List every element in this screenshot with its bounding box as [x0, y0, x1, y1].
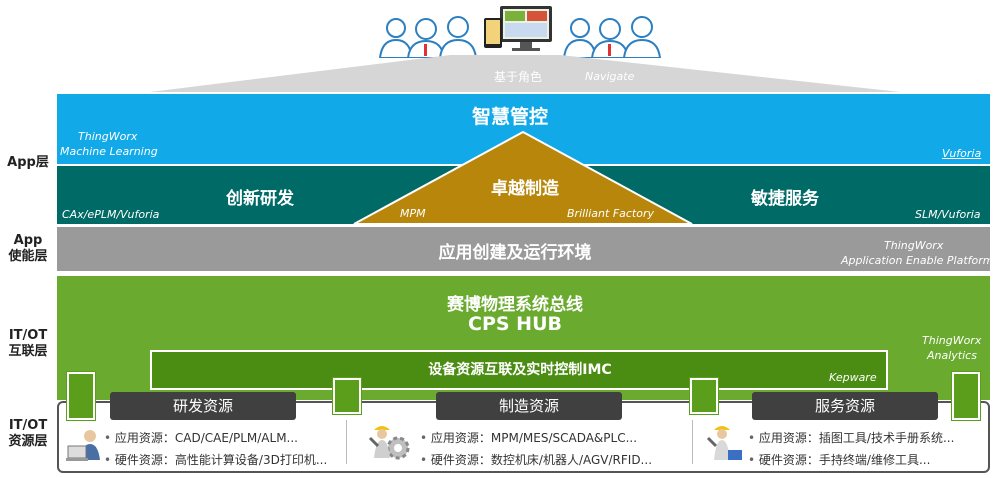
- agile-service-title: 敏捷服务: [751, 189, 819, 209]
- svc-resource-icon: [704, 420, 748, 464]
- brilliant-factory-label: Brilliant Factory: [567, 207, 655, 220]
- monitor-icon: [484, 6, 552, 51]
- worker-tools-icon: [706, 426, 742, 460]
- layer-itot-resource: IT/OT 资源层: [8, 418, 48, 449]
- rd-resource-icon: [64, 424, 104, 464]
- app-runtime-band: [57, 227, 990, 271]
- mfg-hw-resources: • 硬件资源：数控机床/机器人/AGV/RFID...: [420, 453, 653, 467]
- mfg-app-resources: • 应用资源：MPM/MES/SCADA&PLC...: [420, 431, 638, 445]
- top-users-right: [562, 14, 672, 59]
- imc-title: 设备资源互联及实时控制IMC: [428, 362, 612, 378]
- tw-aep-line1: ThingWorx: [884, 239, 944, 252]
- excellence-mfg-title: 卓越制造: [491, 179, 559, 199]
- resource-divider-1: [346, 420, 347, 464]
- mfg-resource-title: 制造资源: [436, 392, 622, 420]
- innovation-rd-title: 创新研发: [226, 189, 294, 209]
- smart-control-title: 智慧管控: [471, 106, 548, 128]
- kepware-label: Kepware: [829, 371, 877, 384]
- connector-pillar: [690, 378, 718, 414]
- cps-title-en: CPS HUB: [468, 313, 562, 335]
- role-label: 基于角色: [494, 70, 543, 84]
- connector-pillar: [952, 372, 980, 420]
- imc-band: [150, 350, 888, 390]
- svc-hw-resources: • 硬件资源：手持终端/维修工具...: [748, 453, 931, 467]
- slm-label: SLM/Vuforia: [915, 208, 981, 221]
- worker-gear-icon: [368, 426, 410, 460]
- excellence-triangle: [353, 130, 693, 225]
- navigate-label: Navigate: [585, 70, 635, 83]
- rd-hw-resources: • 硬件资源：高性能计算设备/3D打印机...: [104, 453, 328, 467]
- thingworx-ml-line2: Machine Learning: [60, 145, 158, 158]
- top-monitor: [480, 4, 556, 56]
- users-icon: [378, 16, 478, 59]
- resource-divider-2: [692, 420, 693, 464]
- connector-pillar: [333, 378, 361, 414]
- layer-app-enable: App 使能层: [8, 233, 48, 264]
- svc-app-resources: • 应用资源：插图工具/技术手册系统...: [748, 431, 955, 445]
- rd-app-resources: • 应用资源：CAD/CAE/PLM/ALM...: [104, 431, 299, 445]
- svc-resource-title: 服务资源: [752, 392, 938, 420]
- tw-analytics-line2: Analytics: [927, 349, 977, 362]
- app-runtime-title: 应用创建及运行环境: [438, 243, 592, 263]
- cax-label: CAx/ePLM/Vuforia: [62, 208, 160, 221]
- mfg-resource-icon: [368, 420, 412, 464]
- top-users-left: [378, 14, 488, 59]
- cps-title-cn: 赛博物理系统总线: [447, 295, 583, 315]
- users-icon: [562, 16, 662, 59]
- thingworx-ml-line1: ThingWorx: [78, 130, 138, 143]
- layer-app: App层: [7, 155, 49, 170]
- connector-pillar: [67, 372, 95, 420]
- layer-itot-connect: IT/OT 互联层: [8, 328, 48, 359]
- laptop-user-icon: [66, 430, 100, 461]
- mpm-label: MPM: [400, 207, 426, 220]
- role-roof: [150, 55, 900, 92]
- rd-resource-title: 研发资源: [110, 392, 296, 420]
- tw-analytics-line1: ThingWorx: [922, 334, 982, 347]
- vuforia-top: Vuforia: [942, 147, 982, 160]
- tw-aep-line2: Application Enable Platform: [841, 254, 994, 267]
